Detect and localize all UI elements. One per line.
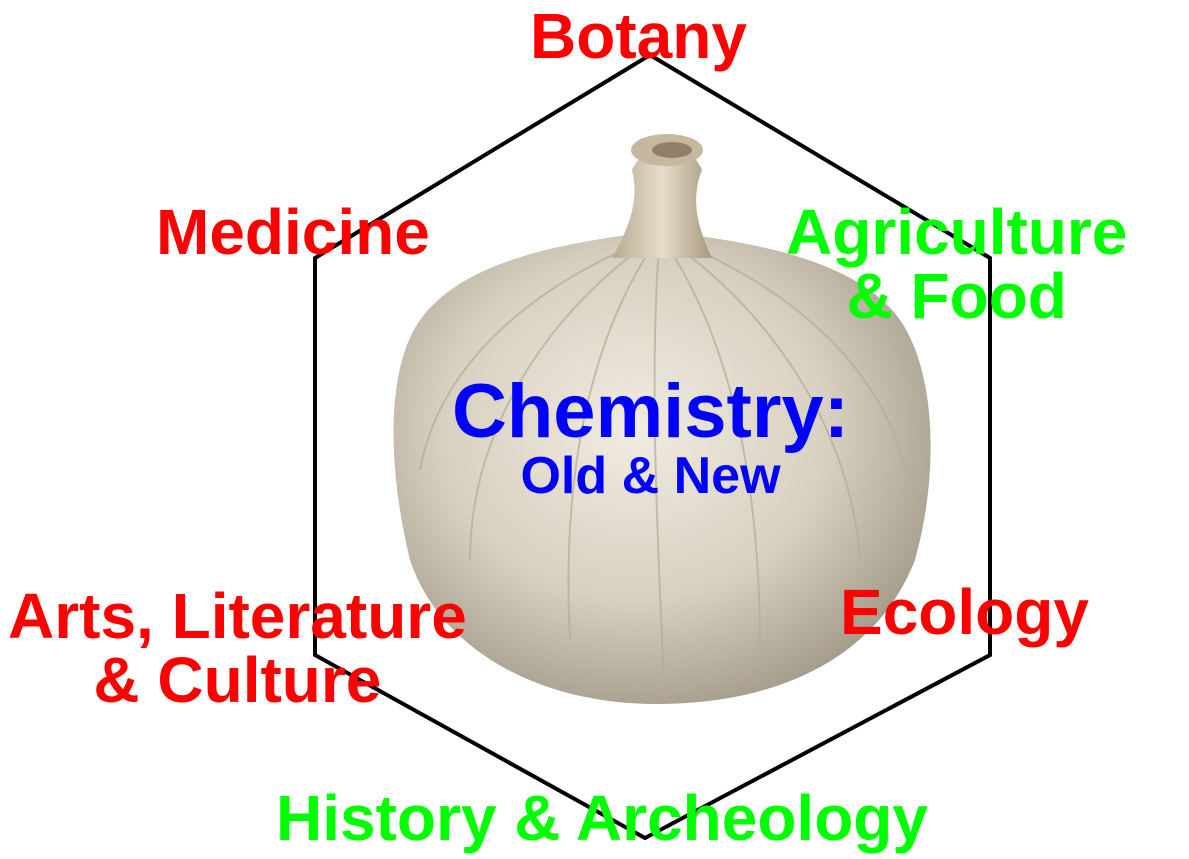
center-label: Chemistry: Old & New [452,374,849,502]
topic-upper-left-line-1: Medicine [156,200,430,264]
topic-top-label: Botany [530,4,747,68]
topic-bottom-label: History & Archeology [276,786,928,850]
center-title: Chemistry: [452,374,849,450]
topic-lower-left-label: Arts, Literature & Culture [8,584,467,712]
center-subtitle: Old & New [452,450,849,502]
topic-lower-left-line-1: Arts, Literature [8,584,467,648]
topic-lower-left-line-2: & Culture [8,648,467,712]
topic-upper-right-line-2: & Food [786,264,1127,328]
topic-lower-right-label: Ecology [840,580,1089,644]
topic-upper-left-label: Medicine [156,200,430,264]
topic-upper-right-line-1: Agriculture [786,200,1127,264]
topic-lower-right-line-1: Ecology [840,580,1089,644]
garlic-neck-opening [652,142,692,158]
topic-upper-right-label: Agriculture & Food [786,200,1127,328]
topic-top-line-1: Botany [530,4,747,68]
topic-bottom-line-1: History & Archeology [276,786,928,850]
